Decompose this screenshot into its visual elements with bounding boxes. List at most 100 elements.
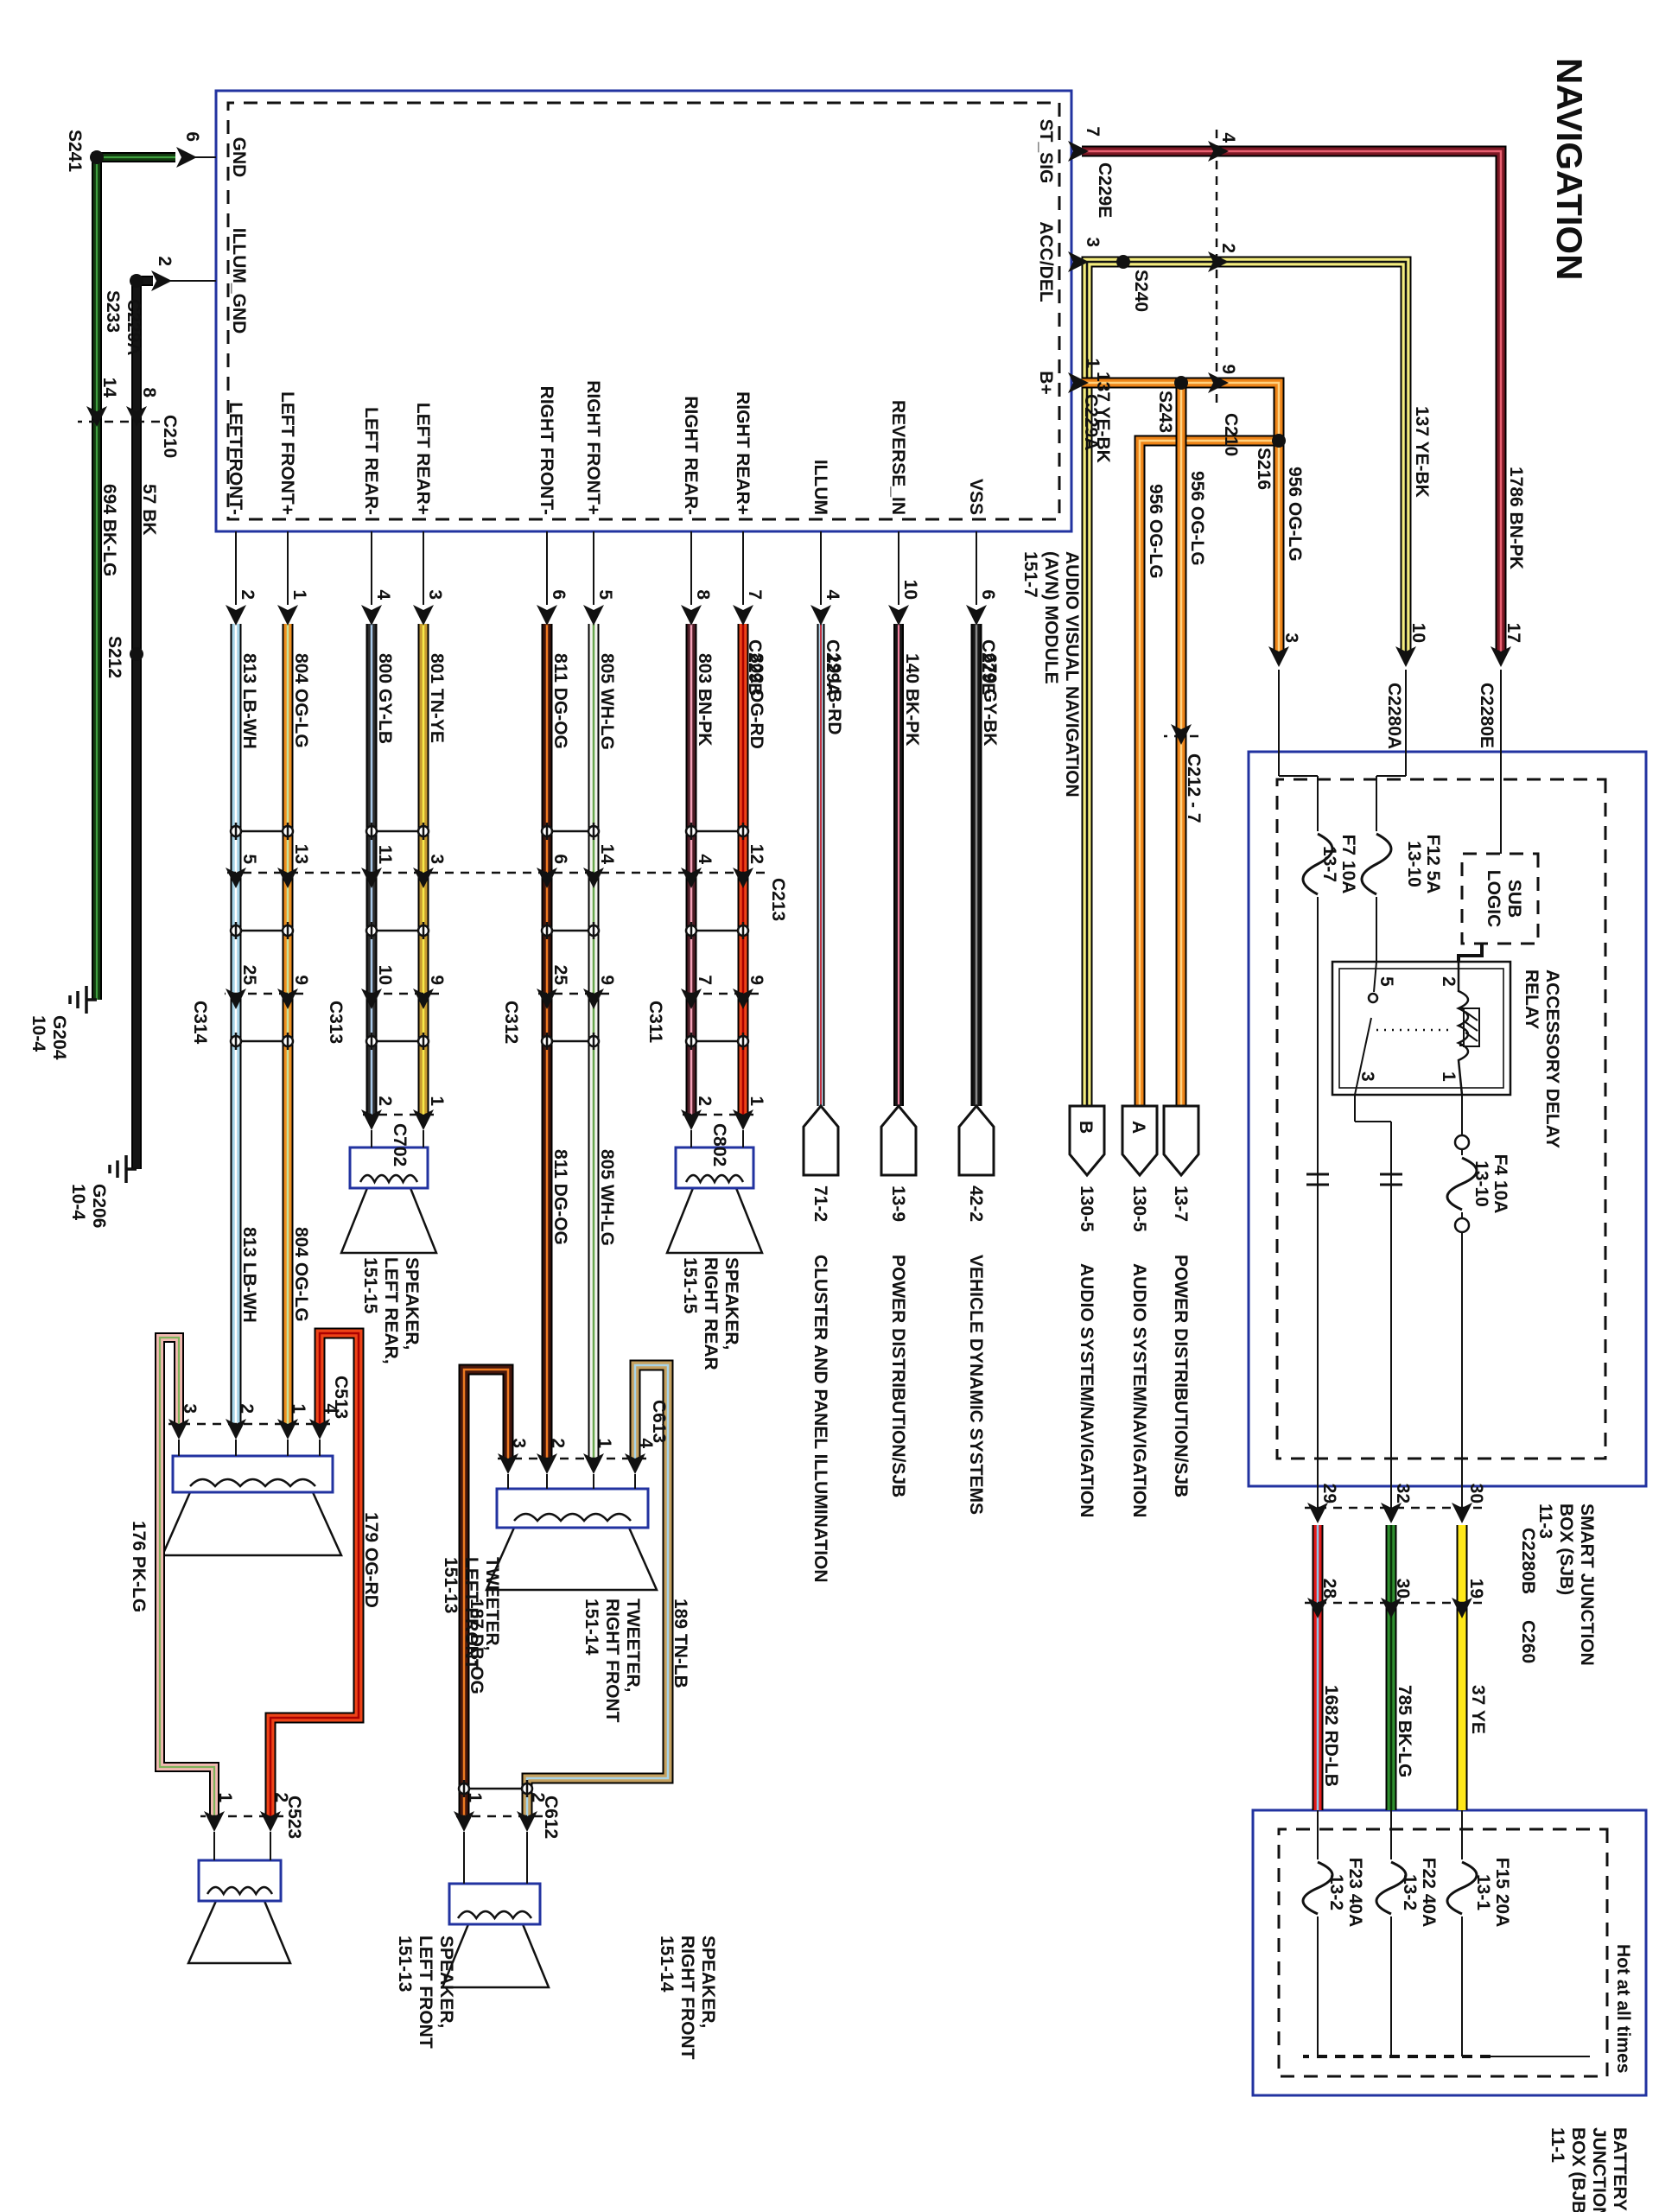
diagram-label: SPEAKER, bbox=[698, 1936, 718, 2028]
diagram-label: C229A bbox=[1081, 394, 1101, 450]
diagram-label: 151-7 bbox=[1020, 551, 1040, 598]
diagram-label: 4 bbox=[636, 1438, 656, 1448]
diagram-label: 800 GY-LB bbox=[375, 653, 395, 744]
diagram-label: LEFTFRONT- bbox=[226, 402, 245, 515]
diagram-label: RIGHT REAR bbox=[701, 1257, 721, 1370]
offpage-71-2 bbox=[802, 1103, 840, 1177]
pin-arrow-icon bbox=[681, 868, 702, 888]
pin-arrow-icon bbox=[277, 1419, 298, 1440]
diagram-label: 137 YE-BK bbox=[1093, 372, 1113, 463]
diagram-label: 151-15 bbox=[360, 1257, 380, 1314]
diagram-label: B bbox=[1076, 1121, 1096, 1134]
diagram-label: LEFT REAR+ bbox=[413, 403, 433, 515]
diagram-label: 130-5 bbox=[1129, 1185, 1149, 1232]
wire-line bbox=[1465, 1021, 1478, 1032]
diagram-label: 5 bbox=[595, 589, 615, 600]
diagram-label: LEFT FRONT bbox=[416, 1936, 435, 2049]
diagram-label: S216 bbox=[1254, 448, 1274, 490]
diagram-label: 679 GY-BK bbox=[980, 653, 1000, 746]
diagram-label: RIGHT FRONT- bbox=[537, 386, 556, 515]
diagram-label: C612 bbox=[541, 1796, 561, 1839]
wire-187-db-og-stripe bbox=[462, 1368, 510, 1816]
diagram-label: 130-5 bbox=[1077, 1185, 1096, 1232]
relay-box-inner bbox=[1338, 968, 1504, 1089]
diagram-label: 2 bbox=[238, 589, 257, 600]
pin-arrow-icon bbox=[413, 1109, 434, 1130]
diagram-label: 28 bbox=[1319, 1579, 1339, 1599]
pin-arrow-icon bbox=[498, 1453, 518, 1474]
pin-arrow-icon bbox=[413, 868, 434, 888]
offpage-a bbox=[1121, 1104, 1159, 1178]
diagram-label: 13-7 bbox=[1319, 846, 1339, 882]
diagram-label: F15 20A bbox=[1492, 1858, 1512, 1928]
sjb-dashed bbox=[1275, 778, 1607, 1460]
diagram-label: 13-2 bbox=[1326, 1874, 1346, 1910]
diagram-label: 9 bbox=[427, 975, 447, 985]
avn-module-box bbox=[214, 89, 1073, 533]
splice-s240 bbox=[1116, 255, 1130, 269]
pin-arrow-icon bbox=[277, 605, 298, 626]
diagram-label: GND bbox=[229, 137, 249, 178]
diagram-label: C513 bbox=[331, 1376, 351, 1419]
diagram-label: C314 bbox=[190, 1001, 210, 1045]
speaker-coil-icon bbox=[359, 1173, 419, 1185]
diagram-label: 10 bbox=[1408, 623, 1428, 643]
pin-arrow-icon bbox=[226, 1419, 246, 1440]
diagram-label: C229E bbox=[978, 639, 998, 695]
speaker-coil-icon bbox=[189, 1478, 316, 1488]
pin-arrow-icon bbox=[1307, 1598, 1328, 1618]
pin-arrow-icon bbox=[1491, 646, 1511, 667]
diagram-label: F4 10A bbox=[1491, 1154, 1510, 1214]
diagram-label: 804 OG-LG bbox=[291, 653, 311, 748]
thick-line bbox=[1457, 944, 1484, 962]
relay-coil bbox=[1455, 962, 1470, 1096]
speaker-coil-icon bbox=[513, 1512, 632, 1522]
diagram-label: 805 WH-LG bbox=[597, 653, 617, 750]
diagram-label: 811 DG-OG bbox=[550, 1149, 570, 1245]
splice-s241 bbox=[90, 150, 104, 164]
diagram-label: 151-13 bbox=[395, 1936, 415, 1992]
diagram-label: 785 BK-LG bbox=[1395, 1685, 1414, 1777]
diagram-label: 3 bbox=[180, 1403, 200, 1414]
diagram-label: 9 bbox=[597, 975, 617, 985]
diagram-label: 6 bbox=[182, 131, 202, 142]
diagram-label: C523 bbox=[284, 1796, 304, 1839]
pin-arrow-icon bbox=[204, 1811, 225, 1832]
diagram-label: 13-10 bbox=[1471, 1160, 1491, 1207]
speaker-left-front-cone bbox=[187, 1899, 292, 1965]
pin-arrow-icon bbox=[681, 1109, 702, 1130]
diagram-label: 5 bbox=[1376, 976, 1396, 987]
diagram-label: 29 bbox=[1319, 1484, 1339, 1503]
wire-956-og-lg-stripe bbox=[1082, 381, 1281, 655]
pin-arrow-icon bbox=[517, 1811, 537, 1832]
diagram-label: AUDIO SYSTEM/NAVIGATION bbox=[1129, 1263, 1149, 1517]
diagram-label: 804 OG-LG bbox=[291, 1227, 311, 1322]
wire-137-ye-bk bbox=[1082, 257, 1410, 655]
diagram-label: 42-2 bbox=[966, 1185, 986, 1222]
diagram-label: 6 bbox=[550, 854, 570, 864]
diagram-label: BOX (BJB) bbox=[1568, 2127, 1588, 2212]
diagram-label: RELAY bbox=[1522, 969, 1541, 1029]
diagram-label: 2 bbox=[695, 1096, 715, 1106]
speaker-coil-icon bbox=[456, 1910, 533, 1921]
pin-arrow-icon bbox=[733, 1109, 753, 1130]
fuse-icon bbox=[1301, 1860, 1334, 1916]
wire-137-ye-bk-outline bbox=[1082, 256, 1412, 655]
diagram-label: C2280A bbox=[1384, 683, 1404, 749]
diagram-label: C210 bbox=[1221, 413, 1241, 456]
diagram-label: C229B bbox=[745, 639, 765, 696]
pin-arrow-icon bbox=[413, 988, 434, 1009]
diagram-label: 3 bbox=[509, 1438, 529, 1448]
diagram-label: 10 bbox=[900, 580, 920, 600]
diagram-label: 1 bbox=[747, 1096, 766, 1106]
diagram-label: C212 - 7 bbox=[1184, 753, 1204, 823]
pin-arrow-icon bbox=[126, 406, 147, 427]
diagram-label: ACCESSORY DELAY bbox=[1542, 969, 1562, 1148]
bjb-dashed bbox=[1277, 1827, 1609, 2078]
diagram-label: LOGIC bbox=[1484, 870, 1503, 928]
speaker-right-rear-box bbox=[674, 1146, 755, 1190]
diagram-label: 14 bbox=[99, 378, 119, 398]
diagram-label: 13-2 bbox=[1400, 1874, 1420, 1910]
